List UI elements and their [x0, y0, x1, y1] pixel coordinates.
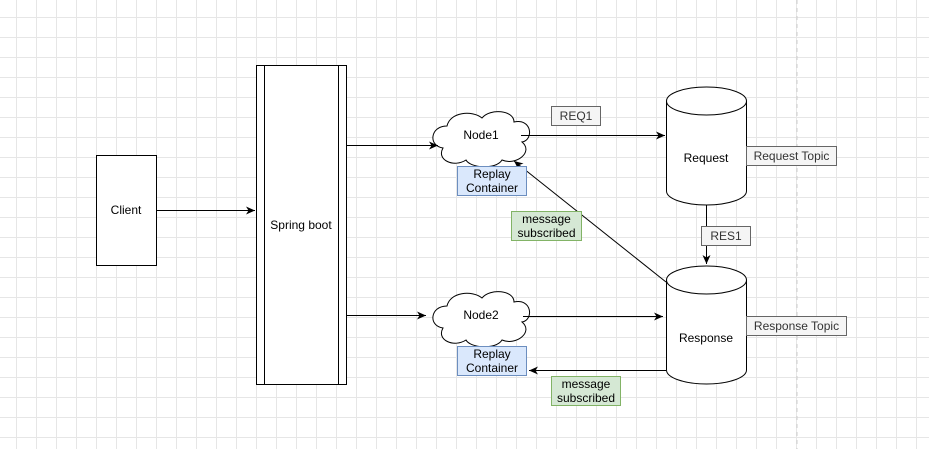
- response-cylinder[interactable]: [666, 265, 747, 385]
- replay-container-1: Replay Container: [457, 166, 527, 196]
- client-box[interactable]: [96, 155, 157, 266]
- message-subscribed-1: message subscribed: [511, 211, 582, 241]
- response-label: Response: [678, 331, 734, 345]
- node2-label: Node2: [463, 308, 499, 322]
- spring-boot-label: Spring boot: [270, 218, 332, 232]
- replay-container-2-line1: Replay: [473, 347, 511, 361]
- replay-container-1-line1: Replay: [473, 167, 511, 181]
- edge-response-to-node1[interactable]: [513, 160, 667, 283]
- client-label: Client: [110, 203, 142, 217]
- request-cylinder[interactable]: [666, 86, 747, 206]
- response-topic-label: Response Topic: [746, 316, 847, 336]
- node1-label: Node1: [463, 128, 499, 142]
- replay-container-2: Replay Container: [457, 346, 527, 376]
- message-subscribed-1-line2: subscribed: [517, 226, 576, 240]
- spring-boot-box[interactable]: [256, 65, 347, 385]
- message-subscribed-1-line1: message: [522, 212, 571, 226]
- request-topic-label: Request Topic: [746, 146, 837, 166]
- message-subscribed-2-line1: message: [561, 377, 611, 391]
- replay-container-1-line2: Container: [465, 181, 519, 195]
- message-subscribed-2-line2: subscribed: [556, 391, 616, 405]
- req1-label: REQ1: [551, 106, 601, 126]
- request-label: Request: [683, 151, 729, 165]
- node1-cloud[interactable]: [432, 111, 530, 168]
- message-subscribed-2: message subscribed: [551, 376, 621, 406]
- node2-cloud[interactable]: [432, 291, 530, 348]
- replay-container-2-line2: Container: [465, 361, 519, 375]
- res1-label: RES1: [701, 226, 751, 246]
